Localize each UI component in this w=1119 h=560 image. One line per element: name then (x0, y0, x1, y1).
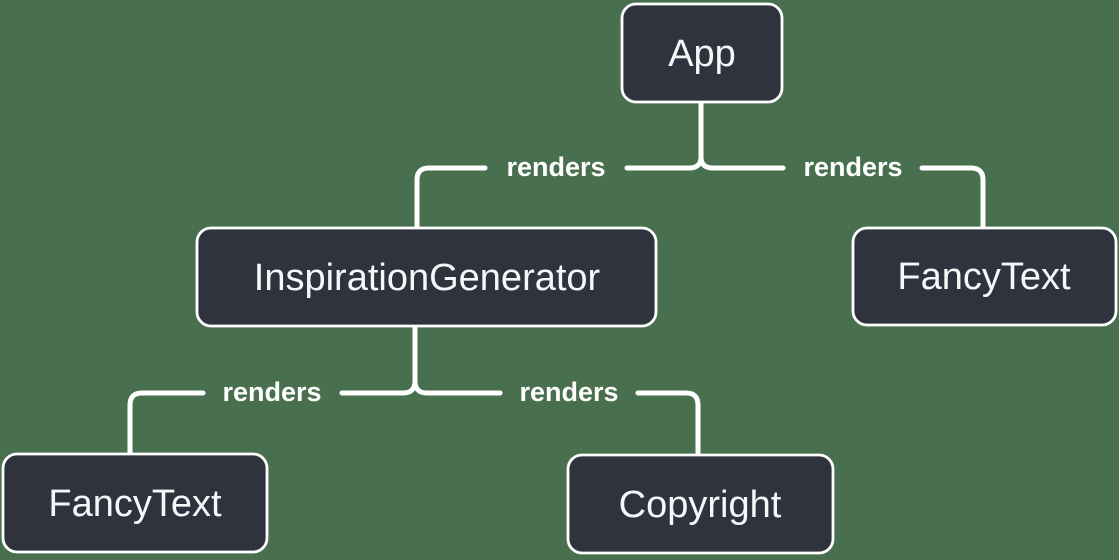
node-app-label: App (668, 33, 736, 75)
node-copyright-box (566, 453, 835, 555)
node-fancy-text-bottom-left-box (1, 452, 269, 554)
node-fancy-text-bottom-left: FancyText (1, 452, 269, 554)
edge-inspirationgenerator-to-copyright (412, 378, 701, 458)
node-fancy-text-top-right: FancyText (851, 226, 1118, 327)
edge-label-group: renders renders renders renders (222, 152, 902, 407)
node-copyright: Copyright (566, 453, 835, 555)
node-copyright-label: Copyright (619, 484, 782, 526)
edge-group (127, 99, 986, 458)
node-app-box (620, 2, 784, 104)
node-fancy-text-bottom-left-label: FancyText (48, 483, 222, 525)
node-inspiration-generator: InspirationGenerator (195, 226, 658, 328)
edge-label-renders-app-fancytext: renders (803, 152, 902, 182)
edge-label-renders-inspirationgenerator-fancytext: renders (222, 377, 321, 407)
node-app: App (620, 2, 784, 104)
node-inspiration-generator-label: InspirationGenerator (254, 257, 601, 299)
node-fancy-text-top-right-box (851, 226, 1118, 327)
node-inspiration-generator-box (195, 226, 658, 328)
edge-app-to-fancytext (698, 154, 986, 231)
edge-label-renders-app-inspirationgenerator: renders (506, 152, 605, 182)
node-fancy-text-top-right-label: FancyText (897, 256, 1071, 298)
edge-label-renders-inspirationgenerator-copyright: renders (519, 377, 618, 407)
